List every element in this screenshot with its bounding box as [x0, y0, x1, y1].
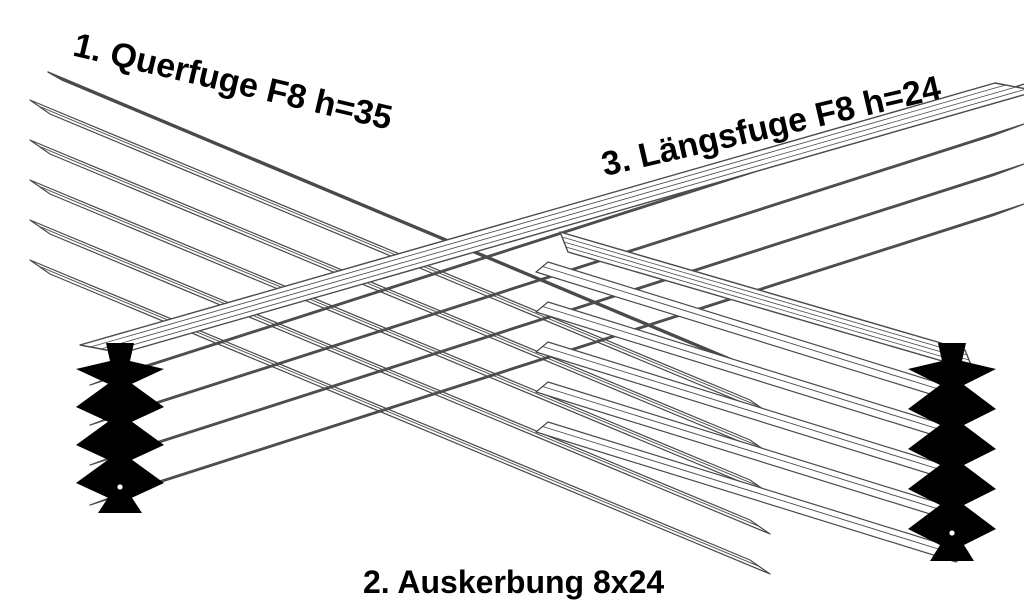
- querfuge-fin-edge-2: [38, 145, 760, 447]
- auskerbung-top-groove-1: [561, 236, 968, 356]
- querfuge-fin-edge-5: [38, 265, 760, 567]
- querfuge-fin-edge-4: [38, 225, 760, 527]
- auskerbung-label: 2. Auskerbung 8x24: [363, 564, 665, 600]
- querfuge-fin-edge-3: [38, 185, 760, 487]
- laengsfuge-top-groove-1: [90, 84, 1006, 348]
- querfuge-profile: [29, 71, 778, 575]
- laengsfuge-top-groove-3: [111, 89, 1024, 352]
- right-cross-section: [908, 343, 996, 561]
- left-section-hole: [117, 484, 123, 490]
- auskerbung-fin-5: [535, 421, 969, 563]
- auskerbung-fin-edge-4: [542, 386, 963, 517]
- auskerbung-top-groove-2: [563, 241, 970, 361]
- right-section-hole: [949, 530, 955, 536]
- auskerbung-fin-edge-5: [542, 426, 963, 557]
- auskerbung-fin-edge-1: [542, 266, 963, 397]
- laengsfuge-top-groove-2: [100, 86, 1017, 350]
- querfuge-top-groove-3: [58, 77, 774, 379]
- querfuge-top-groove-1: [51, 73, 767, 375]
- querfuge-top-groove-2: [54, 75, 771, 377]
- auskerbung-fin-edge-2: [542, 306, 963, 437]
- auskerbung-fin-edge-3: [542, 346, 963, 477]
- left-section-shape: [76, 343, 164, 513]
- auskerbung-profile: [535, 231, 974, 563]
- auskerbung-top-groove-3: [565, 246, 972, 366]
- right-section-shape: [908, 343, 996, 561]
- left-cross-section: [76, 343, 164, 513]
